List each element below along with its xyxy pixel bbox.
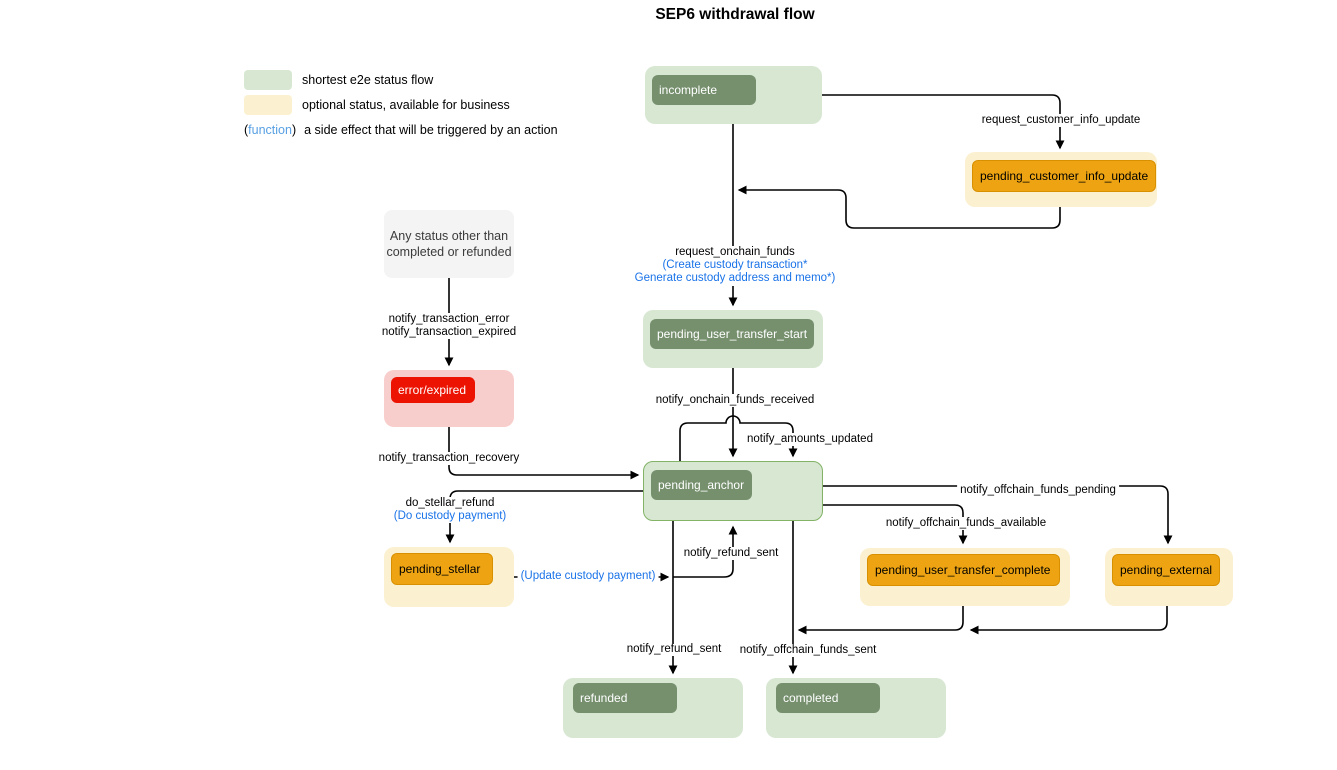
- legend-function-close-paren: ): [291, 123, 297, 137]
- note-any-status-line2: completed or refunded: [386, 245, 512, 259]
- node-pending-user-transfer-complete: pending_user_transfer_complete: [860, 548, 1070, 606]
- edge-label-do-stellar-refund: do_stellar_refund (Do custody payment): [390, 497, 510, 524]
- legend-green-swatch: [244, 70, 292, 90]
- node-error-expired: error/expired: [384, 370, 514, 427]
- node-incomplete-label: incomplete: [652, 75, 756, 105]
- node-incomplete: incomplete: [645, 66, 822, 124]
- node-completed: completed: [766, 678, 946, 738]
- node-pending-external-label: pending_external: [1112, 554, 1221, 586]
- legend-function-word: function: [248, 123, 292, 137]
- node-pending-stellar-label: pending_stellar: [391, 553, 493, 585]
- edge-label-request-onchain-funds: request_onchain_funds (Create custody tr…: [631, 246, 839, 286]
- edge-label-notify-transaction-expired: notify_transaction_expired: [381, 326, 517, 339]
- page-title: SEP6 withdrawal flow: [655, 6, 815, 23]
- edge-pending-user-transfer-complete-merge: [797, 606, 964, 635]
- edge-label-request-customer-info-update: request_customer_info_update: [978, 114, 1144, 128]
- node-pending-anchor: pending_anchor: [643, 461, 823, 521]
- legend-yellow-label: optional status, available for business: [302, 98, 510, 112]
- node-pending-customer-info-update: pending_customer_info_update: [965, 152, 1157, 207]
- edge-label-do-stellar-refund-fn: (Do custody payment): [393, 510, 507, 523]
- legend-row-function: (function) a side effect that will be tr…: [244, 122, 558, 138]
- edge-label-request-onchain-funds-fn1: (Create custody transaction*: [662, 259, 808, 272]
- edge-label-request-onchain-funds-fn2: Generate custody address and memo*): [634, 272, 836, 285]
- node-error-expired-label: error/expired: [391, 377, 475, 403]
- legend-function-label: a side effect that will be triggered by …: [304, 123, 558, 137]
- node-pending-user-transfer-start: pending_user_transfer_start: [643, 310, 823, 368]
- edge-label-notify-transaction-error-expired: notify_transaction_error notify_transact…: [378, 313, 520, 340]
- node-pending-customer-info-update-label: pending_customer_info_update: [972, 160, 1157, 192]
- node-pending-stellar: pending_stellar: [384, 547, 514, 607]
- node-pending-user-transfer-start-label: pending_user_transfer_start: [650, 319, 815, 349]
- edge-label-notify-onchain-funds-received: notify_onchain_funds_received: [652, 394, 818, 408]
- legend-function-open-paren: (: [244, 123, 249, 137]
- node-pending-user-transfer-complete-label: pending_user_transfer_complete: [867, 554, 1060, 586]
- edge-label-update-custody-payment: (Update custody payment): [517, 570, 659, 584]
- edge-label-request-onchain-funds-action: request_onchain_funds: [675, 246, 795, 258]
- note-any-status: Any status other than completed or refun…: [384, 210, 514, 278]
- node-refunded-label: refunded: [573, 683, 677, 713]
- node-refunded: refunded: [563, 678, 743, 738]
- edge-label-notify-offchain-funds-sent: notify_offchain_funds_sent: [736, 644, 880, 658]
- note-any-status-line1: Any status other than: [389, 228, 509, 243]
- legend-green-label: shortest e2e status flow: [302, 73, 434, 87]
- edge-label-notify-refund-sent-to-refunded: notify_refund_sent: [623, 643, 725, 657]
- edge-label-do-stellar-refund-action: do_stellar_refund: [405, 497, 495, 509]
- edge-label-notify-transaction-recovery: notify_transaction_recovery: [375, 452, 523, 466]
- edge-label-notify-transaction-error: notify_transaction_error: [388, 313, 510, 325]
- legend-row-optional-status: optional status, available for business: [244, 95, 510, 115]
- edge-label-notify-offchain-funds-pending: notify_offchain_funds_pending: [957, 484, 1119, 498]
- edge-pending-external-merge: [969, 606, 1168, 635]
- legend-row-shortest-flow: shortest e2e status flow: [244, 70, 433, 90]
- node-pending-anchor-label: pending_anchor: [651, 470, 752, 500]
- edge-label-notify-amounts-updated: notify_amounts_updated: [744, 433, 876, 447]
- legend-yellow-swatch: [244, 95, 292, 115]
- node-completed-label: completed: [776, 683, 880, 713]
- edge-label-notify-offchain-funds-available: notify_offchain_funds_available: [882, 517, 1050, 531]
- edge-label-notify-refund-sent-to-anchor: notify_refund_sent: [680, 547, 782, 561]
- edge-error-expired-to-pending-anchor: [448, 427, 640, 480]
- node-pending-external: pending_external: [1105, 548, 1233, 606]
